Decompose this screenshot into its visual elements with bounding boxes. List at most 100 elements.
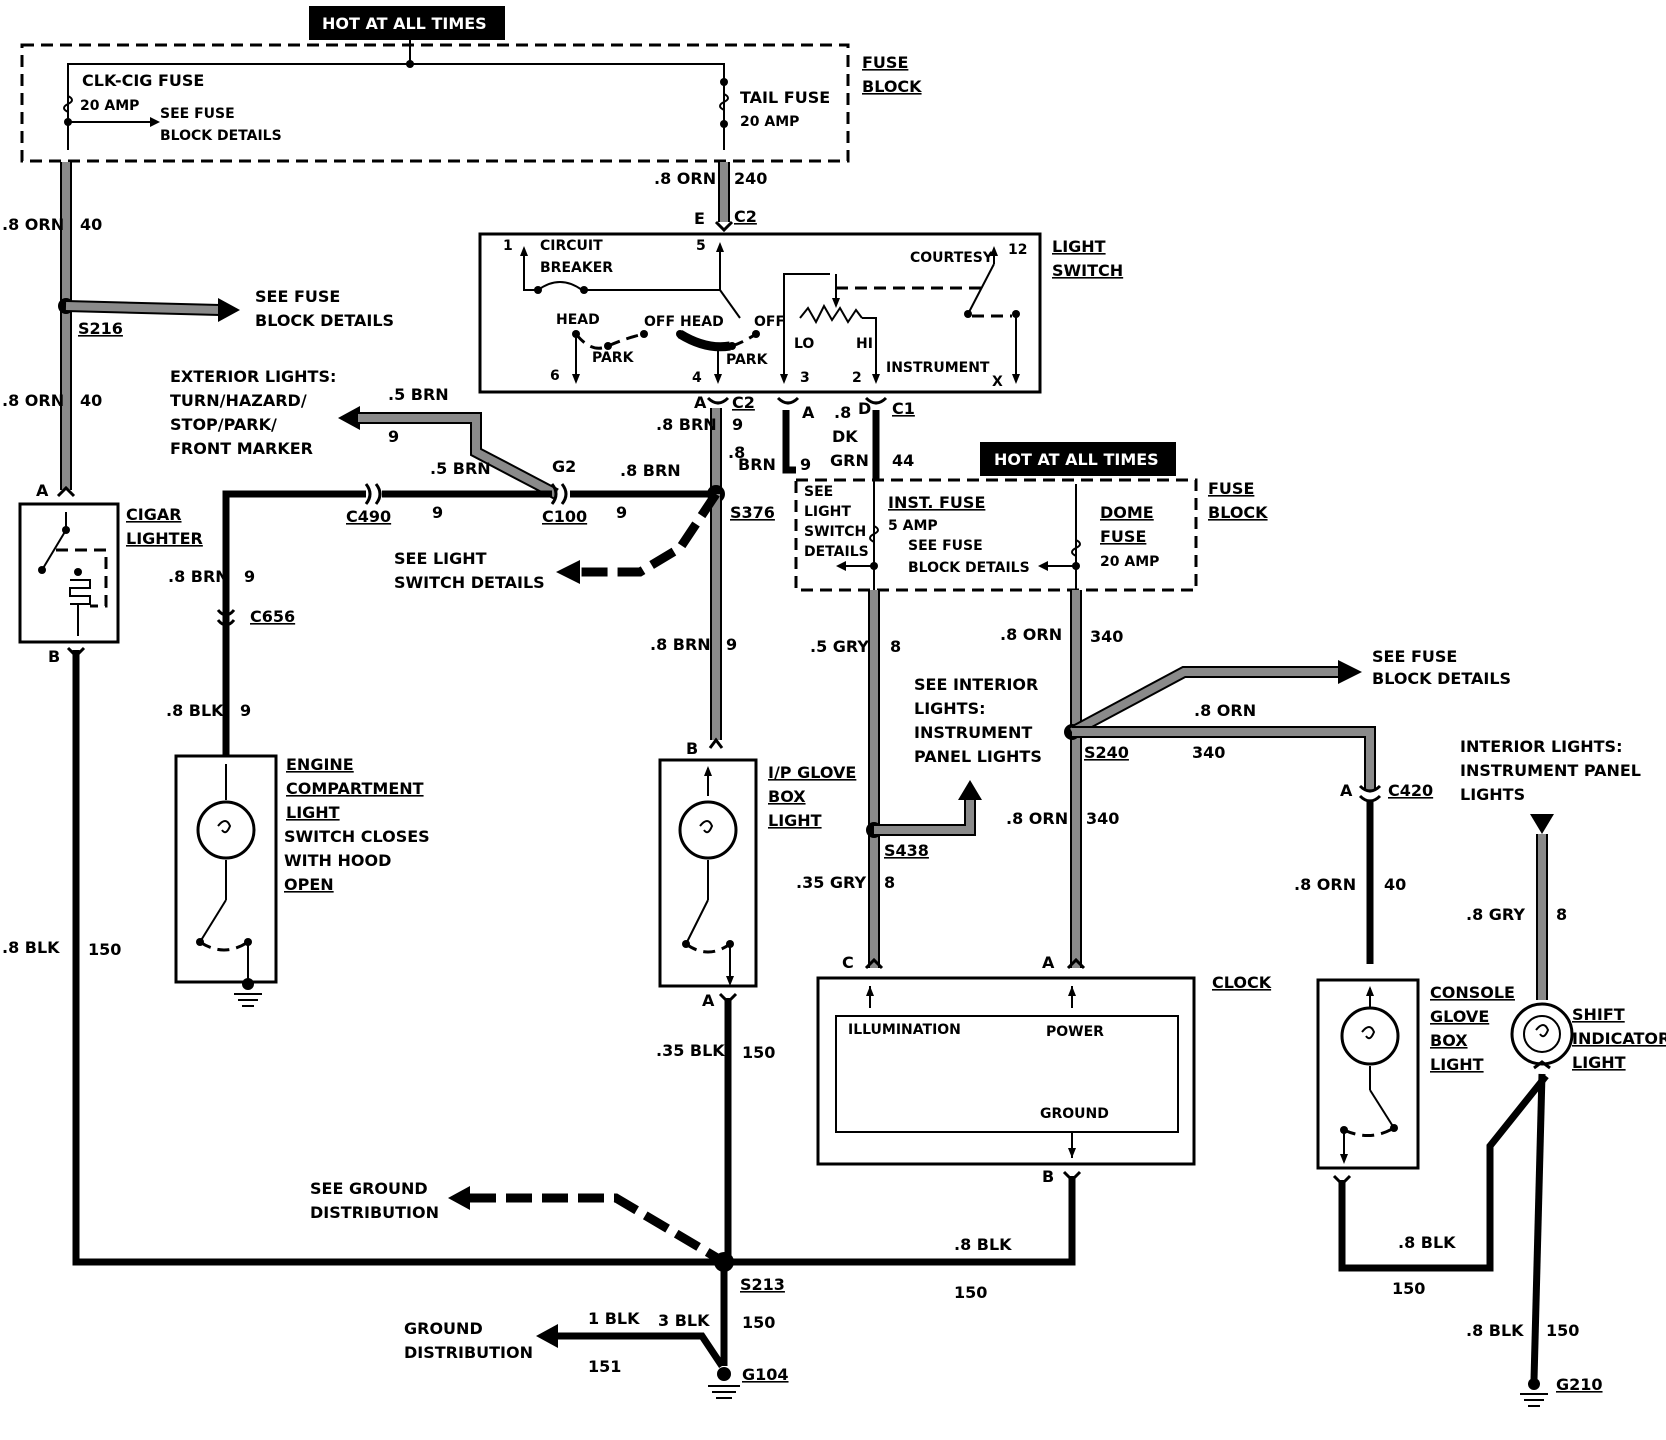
svg-text:OPEN: OPEN [284, 875, 334, 894]
svg-text:40: 40 [80, 391, 102, 410]
svg-text:.8 BLK: .8 BLK [2, 938, 60, 957]
svg-text:SWITCH CLOSES: SWITCH CLOSES [284, 827, 430, 846]
svg-text:1 BLK: 1 BLK [588, 1309, 640, 1328]
svg-text:DETAILS: DETAILS [804, 544, 869, 560]
ground-g104-symbol [708, 1367, 740, 1399]
shift-indicator-label: SHIFT [1572, 1005, 1625, 1024]
svg-text:C420: C420 [1388, 781, 1433, 800]
ip-glove-box-label: I/P GLOVE [768, 763, 856, 782]
svg-text:12: 12 [1008, 242, 1027, 258]
svg-text:340: 340 [1090, 627, 1123, 646]
clk-cig-fuse-label: CLK-CIG FUSE [82, 71, 204, 90]
svg-text:HEAD: HEAD [556, 312, 600, 328]
svg-text:HOT AT ALL TIMES: HOT AT ALL TIMES [994, 450, 1159, 469]
svg-text:240: 240 [734, 169, 767, 188]
svg-text:OFF: OFF [754, 314, 785, 330]
svg-text:SEE GROUND: SEE GROUND [310, 1179, 428, 1198]
svg-text:INTERIOR LIGHTS:: INTERIOR LIGHTS: [1460, 737, 1622, 756]
svg-text:LIGHT: LIGHT [768, 811, 822, 830]
svg-text:9: 9 [732, 415, 743, 434]
fuse-block-2 [794, 478, 1198, 592]
svg-text:1: 1 [503, 238, 513, 254]
svg-text:.8 ORN: .8 ORN [1194, 701, 1256, 720]
svg-text:A: A [702, 991, 715, 1010]
svg-text:3 BLK: 3 BLK [658, 1311, 710, 1330]
svg-text:E: E [694, 209, 705, 228]
svg-text:8: 8 [1556, 905, 1567, 924]
svg-text:B: B [1042, 1167, 1054, 1186]
svg-text:.8 ORN: .8 ORN [2, 215, 64, 234]
svg-text:9: 9 [616, 503, 627, 522]
svg-text:X: X [992, 374, 1003, 390]
svg-text:6: 6 [550, 368, 560, 384]
svg-text:LIGHTER: LIGHTER [126, 529, 203, 548]
svg-text:C100: C100 [542, 507, 587, 526]
svg-text:S213: S213 [740, 1275, 785, 1294]
hot-at-all-times-badge-2: HOT AT ALL TIMES [980, 442, 1176, 476]
svg-text:151: 151 [588, 1357, 621, 1376]
svg-text:S376: S376 [730, 503, 775, 522]
svg-text:PARK: PARK [726, 352, 769, 368]
svg-text:COMPARTMENT: COMPARTMENT [286, 779, 424, 798]
svg-text:BREAKER: BREAKER [540, 260, 613, 276]
svg-text:BLOCK DETAILS: BLOCK DETAILS [1372, 669, 1511, 688]
svg-text:150: 150 [1392, 1279, 1425, 1298]
svg-text:LIGHT: LIGHT [804, 504, 851, 520]
fuse-block-1-label: FUSE [862, 53, 908, 72]
svg-text:B: B [686, 739, 698, 758]
console-glove-box-light [1316, 978, 1420, 1170]
svg-text:9: 9 [388, 427, 399, 446]
svg-text:GRN: GRN [830, 451, 869, 470]
svg-text:.8 ORN: .8 ORN [2, 391, 64, 410]
svg-text:LIGHT: LIGHT [1430, 1055, 1484, 1074]
svg-text:LIGHT: LIGHT [1572, 1053, 1626, 1072]
svg-text:HI: HI [856, 336, 873, 352]
svg-text:A: A [1042, 953, 1055, 972]
hot-at-all-times-badge-1: HOT AT ALL TIMES [309, 6, 505, 40]
svg-text:150: 150 [1546, 1321, 1579, 1340]
svg-text:BOX: BOX [768, 787, 806, 806]
exterior-lights-arrow [338, 406, 360, 430]
svg-text:S240: S240 [1084, 743, 1129, 762]
clock-label: CLOCK [1212, 973, 1272, 992]
svg-text:GROUND: GROUND [1040, 1106, 1109, 1122]
svg-text:.5 BRN: .5 BRN [430, 459, 491, 478]
tail-fuse-symbol [719, 93, 729, 111]
svg-text:FUSE: FUSE [1100, 527, 1146, 546]
svg-text:S438: S438 [884, 841, 929, 860]
svg-text:INSTRUMENT: INSTRUMENT [886, 360, 990, 376]
svg-text:9: 9 [240, 701, 251, 720]
svg-text:.8 BRN: .8 BRN [650, 635, 711, 654]
engine-compartment-label: ENGINE [286, 755, 354, 774]
svg-text:SEE LIGHT: SEE LIGHT [394, 549, 487, 568]
svg-text:TURN/HAZARD/: TURN/HAZARD/ [170, 391, 307, 410]
svg-text:C490: C490 [346, 507, 391, 526]
svg-text:.8 BLK: .8 BLK [954, 1235, 1012, 1254]
svg-text:.8 BRN: .8 BRN [656, 415, 717, 434]
dome-fuse-symbol [1071, 539, 1081, 557]
svg-text:BOX: BOX [1430, 1031, 1468, 1050]
svg-text:.8: .8 [834, 403, 851, 422]
svg-text:.8 BLK: .8 BLK [166, 701, 224, 720]
svg-text:SEE FUSE: SEE FUSE [908, 538, 983, 554]
svg-text:FUSE: FUSE [1208, 479, 1254, 498]
svg-text:.5 GRY: .5 GRY [810, 637, 869, 656]
svg-text:.8 BLK: .8 BLK [1398, 1233, 1456, 1252]
svg-text:340: 340 [1192, 743, 1225, 762]
svg-text:DK: DK [832, 427, 858, 446]
svg-text:3: 3 [800, 370, 810, 386]
svg-text:C2: C2 [732, 393, 755, 412]
svg-text:DISTRIBUTION: DISTRIBUTION [404, 1343, 533, 1362]
shift-indicator-light [1510, 1002, 1574, 1070]
svg-text:LIGHTS: LIGHTS [1460, 785, 1525, 804]
svg-text:4: 4 [692, 370, 702, 386]
svg-text:EXTERIOR LIGHTS:: EXTERIOR LIGHTS: [170, 367, 336, 386]
svg-text:8: 8 [890, 637, 901, 656]
svg-text:20 AMP: 20 AMP [80, 98, 139, 114]
svg-text:C1: C1 [892, 399, 915, 418]
light-switch-label: LIGHT [1052, 237, 1106, 256]
svg-text:8: 8 [884, 873, 895, 892]
svg-text:SWITCH DETAILS: SWITCH DETAILS [394, 573, 545, 592]
svg-text:G2: G2 [552, 457, 576, 476]
svg-text:.8 ORN: .8 ORN [1006, 809, 1068, 828]
